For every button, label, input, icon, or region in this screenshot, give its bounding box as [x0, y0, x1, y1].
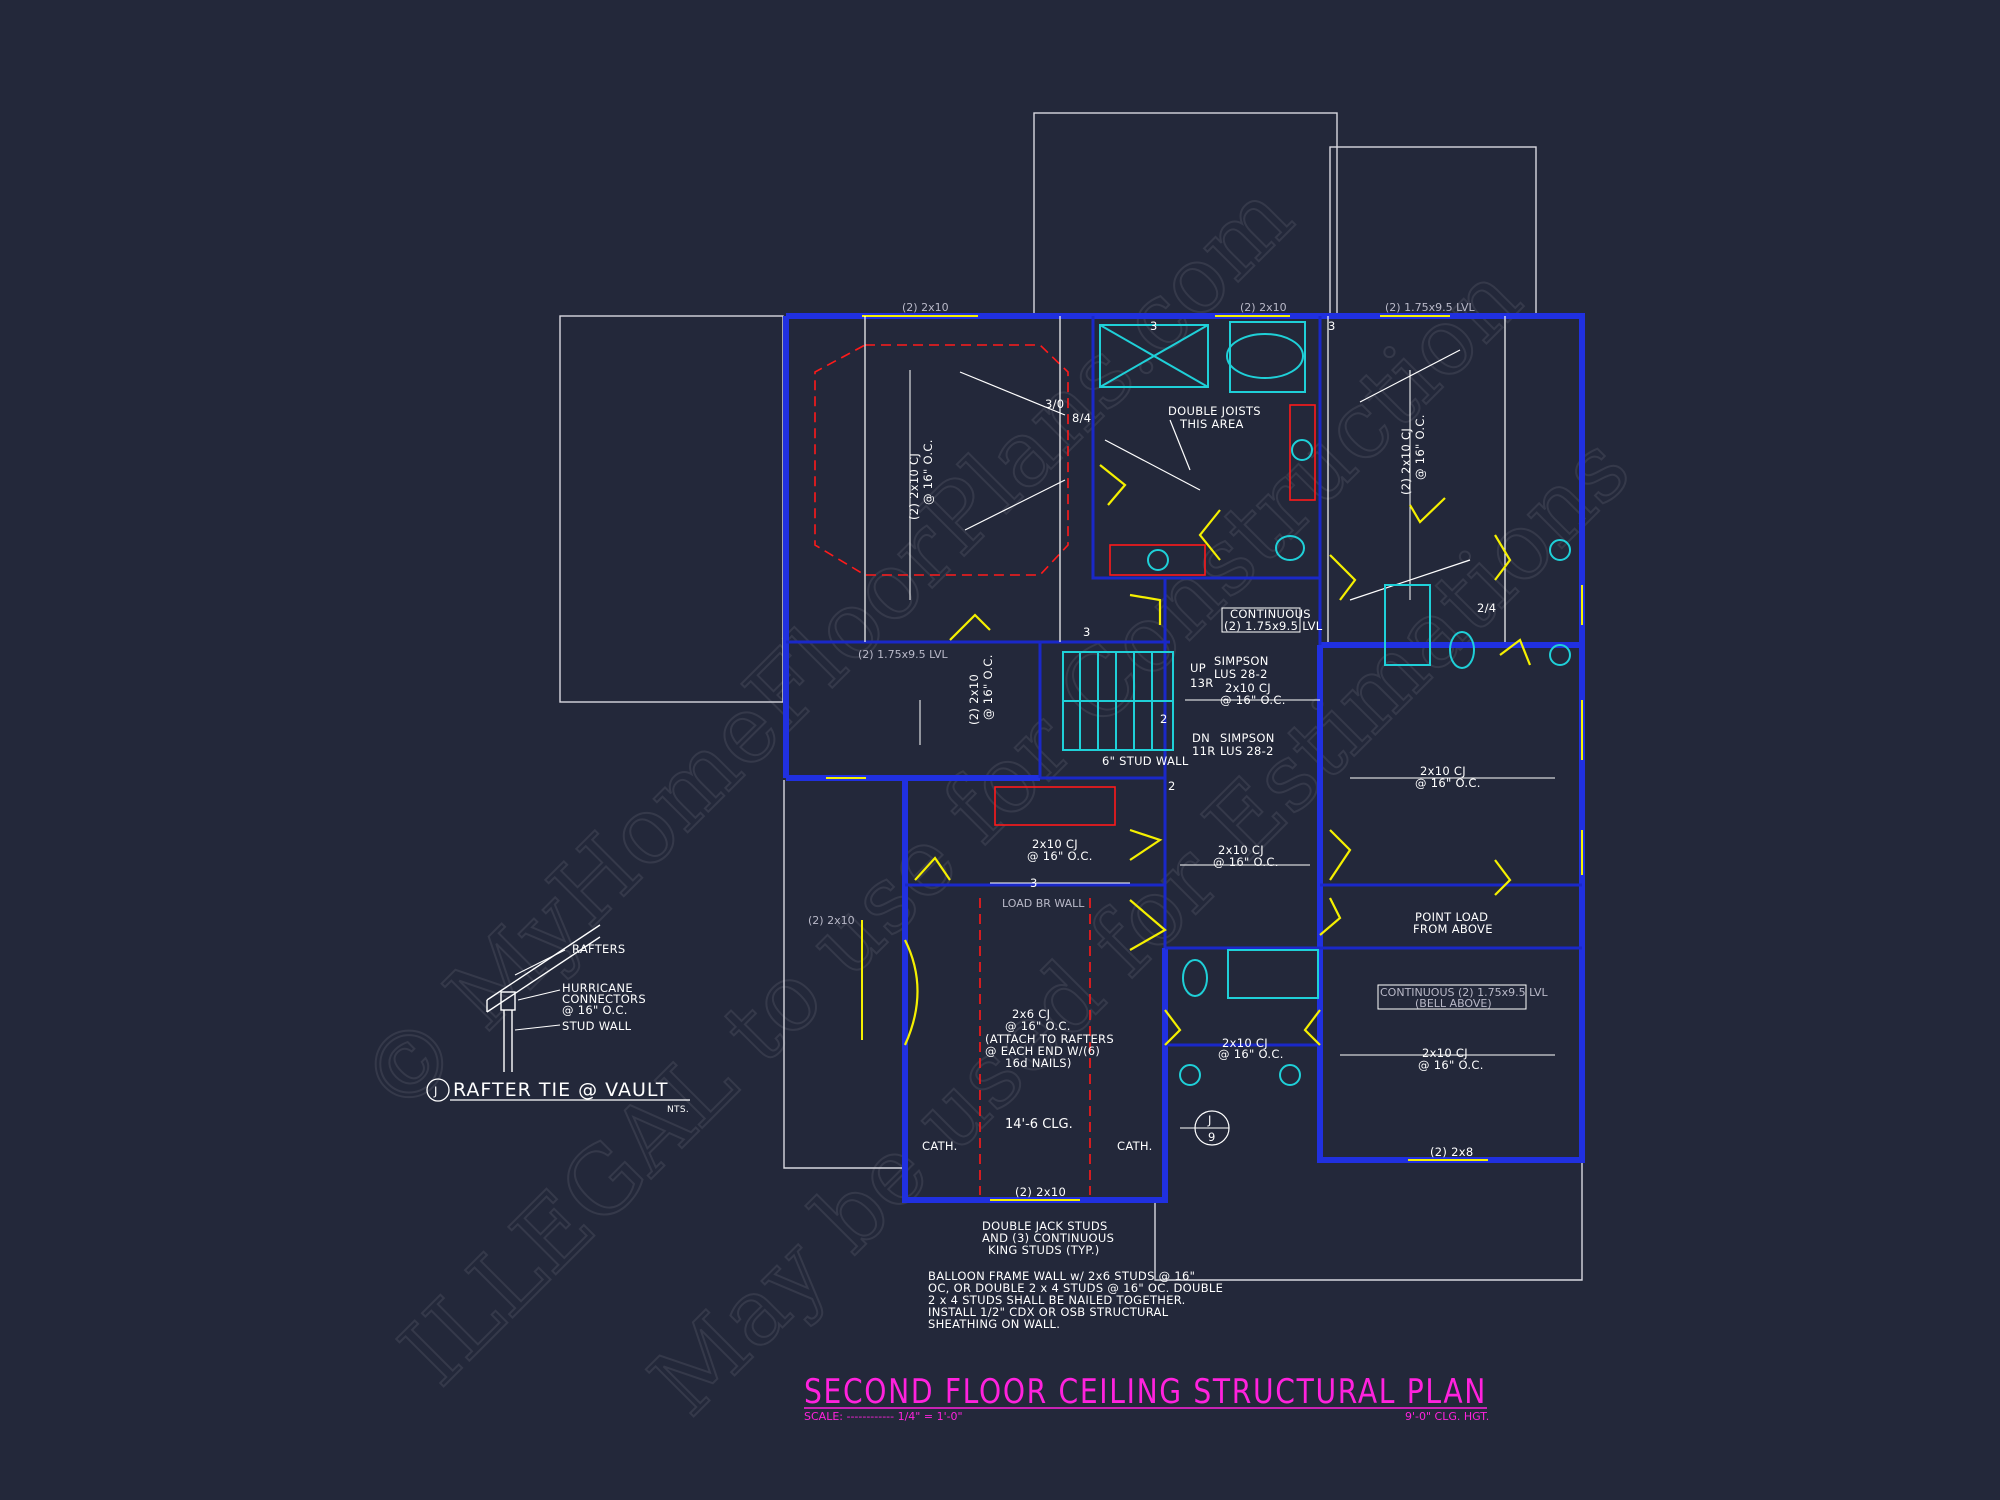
doors	[903, 464, 1532, 1046]
label-point-load-1: POINT LOAD	[1415, 910, 1488, 924]
rafter-tie-detail: RAFTERS HURRICANE CONNECTORS @ 16" O.C. …	[426, 924, 690, 1115]
label-point-load-2: FROM ABOVE	[1413, 922, 1493, 936]
label-cj-right-1: (2) 2x10 CJ	[1399, 428, 1413, 495]
label-simpson2-2: LUS 28-2	[1220, 744, 1274, 758]
label-continuous-b-1: CONTINUOUS (2) 1.75x9.5 LVL	[1380, 986, 1549, 999]
label-dn: DN	[1192, 731, 1210, 745]
label-cj-closet-1: 2x10 CJ	[1032, 837, 1078, 851]
label-stud-wall-6: 6" STUD WALL	[1102, 754, 1189, 768]
label-cj-hall-2: @ 16" O.C.	[1220, 693, 1286, 707]
label-small-hdr-3: (2) 2x10	[1240, 301, 1287, 314]
watermark-line-2: ILLEGAL to use for Construction	[380, 244, 1541, 1405]
label-cj-bed3-2: @ 16" O.C.	[1418, 1058, 1484, 1072]
label-angle-b: 8/4	[1072, 411, 1091, 425]
label-small-hdr-2: (2) 2x10	[902, 301, 949, 314]
label-cj-vault-3: (ATTACH TO RAFTERS	[985, 1032, 1114, 1046]
label-balloon-4: INSTALL 1/2" CDX OR OSB STRUCTURAL	[928, 1305, 1169, 1319]
label-cj-vault-1: 2x6 CJ	[1012, 1007, 1050, 1021]
label-cj-bed2-2: @ 16" O.C.	[1415, 776, 1481, 790]
label-simpson1-2: LUS 28-2	[1214, 667, 1268, 681]
label-cj-bed2-1: 2x10 CJ	[1420, 764, 1466, 778]
label-left-box-1: (2) 2x10	[967, 674, 981, 725]
section-marker-sheet: 9	[1208, 1130, 1216, 1144]
label-num-2b: 2	[1168, 779, 1176, 793]
label-cj-vault-5: 16d NAILS)	[1005, 1056, 1072, 1070]
title-block: SECOND FLOOR CEILING STRUCTURAL PLAN SCA…	[804, 1372, 1489, 1423]
label-angle-c: 2/4	[1477, 601, 1496, 615]
label-header-2x8: (2) 2x8	[1430, 1145, 1473, 1159]
plan-labels: (2) 2x10 CJ @ 16" O.C. (2) 2x10 CJ @ 16"…	[808, 301, 1549, 1331]
windows	[826, 315, 1583, 1201]
detail-stud-wall: STUD WALL	[562, 1019, 632, 1033]
label-cj-stair-2: @ 16" O.C.	[1213, 855, 1279, 869]
label-clg: 14'-6 CLG.	[1005, 1117, 1073, 1132]
label-cj-bath-1: 2x10 CJ	[1222, 1036, 1268, 1050]
drawing-title: SECOND FLOOR CEILING STRUCTURAL PLAN	[804, 1372, 1487, 1412]
label-cj-right-2: @ 16" O.C.	[1413, 414, 1427, 480]
label-jack-2: AND (3) CONTINUOUS	[982, 1231, 1114, 1245]
label-cj-vault-2: @ 16" O.C.	[1005, 1019, 1071, 1033]
fixtures	[1062, 321, 1571, 1086]
label-simpson1-1: SIMPSON	[1214, 654, 1269, 668]
label-load-wall: LOAD BR WALL	[1002, 897, 1085, 910]
detail-hurricane-2: CONNECTORS	[562, 992, 646, 1006]
label-double-joists-1: DOUBLE JOISTS	[1168, 404, 1261, 418]
label-cj-left-1: (2) 2x10 CJ	[907, 453, 921, 520]
detail-title: RAFTER TIE @ VAULT	[453, 1079, 668, 1101]
label-header-2x10: (2) 2x10	[1015, 1185, 1066, 1199]
section-marker: J 9	[1180, 1110, 1230, 1146]
label-continuous-b-2: (BELL ABOVE)	[1415, 997, 1492, 1010]
label-dn-num: 11R	[1192, 744, 1216, 758]
label-continuous-1: CONTINUOUS	[1230, 607, 1311, 621]
label-angle-a: 3/0	[1045, 397, 1064, 411]
vault-outlines	[814, 344, 1316, 1195]
detail-rafters-label: RAFTERS	[572, 942, 626, 956]
label-num-3b: 3	[1328, 319, 1336, 333]
label-cj-stair-1: 2x10 CJ	[1218, 843, 1264, 857]
label-num-3d: 3	[1030, 876, 1038, 890]
label-balloon-2: OC, OR DOUBLE 2 x 4 STUDS @ 16" OC. DOUB…	[928, 1281, 1223, 1295]
label-cj-bath-2: @ 16" O.C.	[1218, 1047, 1284, 1061]
label-cj-vault-4: @ EACH END W/(6)	[985, 1044, 1100, 1058]
label-lvl-small: (2) 1.75x9.5 LVL	[858, 648, 949, 661]
detail-nts: NTS.	[667, 1105, 689, 1115]
label-jack-1: DOUBLE JACK STUDS	[982, 1219, 1108, 1233]
label-balloon-1: BALLOON FRAME WALL w/ 2x6 STUDS @ 16"	[928, 1269, 1195, 1283]
label-simpson2-1: SIMPSON	[1220, 731, 1275, 745]
label-cj-left-2: @ 16" O.C.	[921, 439, 935, 505]
label-num-3c: 3	[1083, 625, 1091, 639]
label-small-hdr-4: (2) 2x10	[808, 914, 855, 927]
label-balloon-3: 2 x 4 STUDS SHALL BE NAILED TOGETHER.	[928, 1293, 1186, 1307]
ceiling-height-label: 9'-0" CLG. HGT.	[1405, 1410, 1489, 1423]
label-continuous-2: (2) 1.75x9.5 LVL	[1224, 619, 1323, 633]
label-balloon-5: SHEATHING ON WALL.	[928, 1317, 1060, 1331]
label-num-3a: 3	[1150, 319, 1158, 333]
label-num-2a: 2	[1160, 712, 1168, 726]
label-up: UP	[1190, 661, 1206, 675]
section-marker-letter: J	[1207, 1113, 1212, 1127]
label-cath-right: CATH.	[1117, 1139, 1153, 1153]
label-cj-bed3-1: 2x10 CJ	[1422, 1046, 1468, 1060]
joist-lines	[864, 316, 1555, 1056]
label-jack-3: KING STUDS (TYP.)	[988, 1243, 1100, 1257]
label-cj-closet-2: @ 16" O.C.	[1027, 849, 1093, 863]
label-cj-hall-1: 2x10 CJ	[1225, 681, 1271, 695]
label-cath-left: CATH.	[922, 1139, 958, 1153]
exterior-walls	[783, 313, 1585, 1203]
label-left-box-2: @ 16" O.C.	[981, 654, 995, 720]
label-up-num: 13R	[1190, 676, 1214, 690]
staircase	[1062, 651, 1174, 751]
label-small-hdr-1: (2) 1.75x9.5 LVL	[1385, 301, 1476, 314]
label-double-joists-2: THIS AREA	[1179, 417, 1244, 431]
detail-hurricane-1: HURRICANE	[562, 981, 633, 995]
detail-tag: J	[433, 1084, 438, 1098]
scale-label: SCALE: ------------ 1/4" = 1'-0"	[804, 1410, 963, 1423]
detail-hurricane-3: @ 16" O.C.	[562, 1003, 628, 1017]
